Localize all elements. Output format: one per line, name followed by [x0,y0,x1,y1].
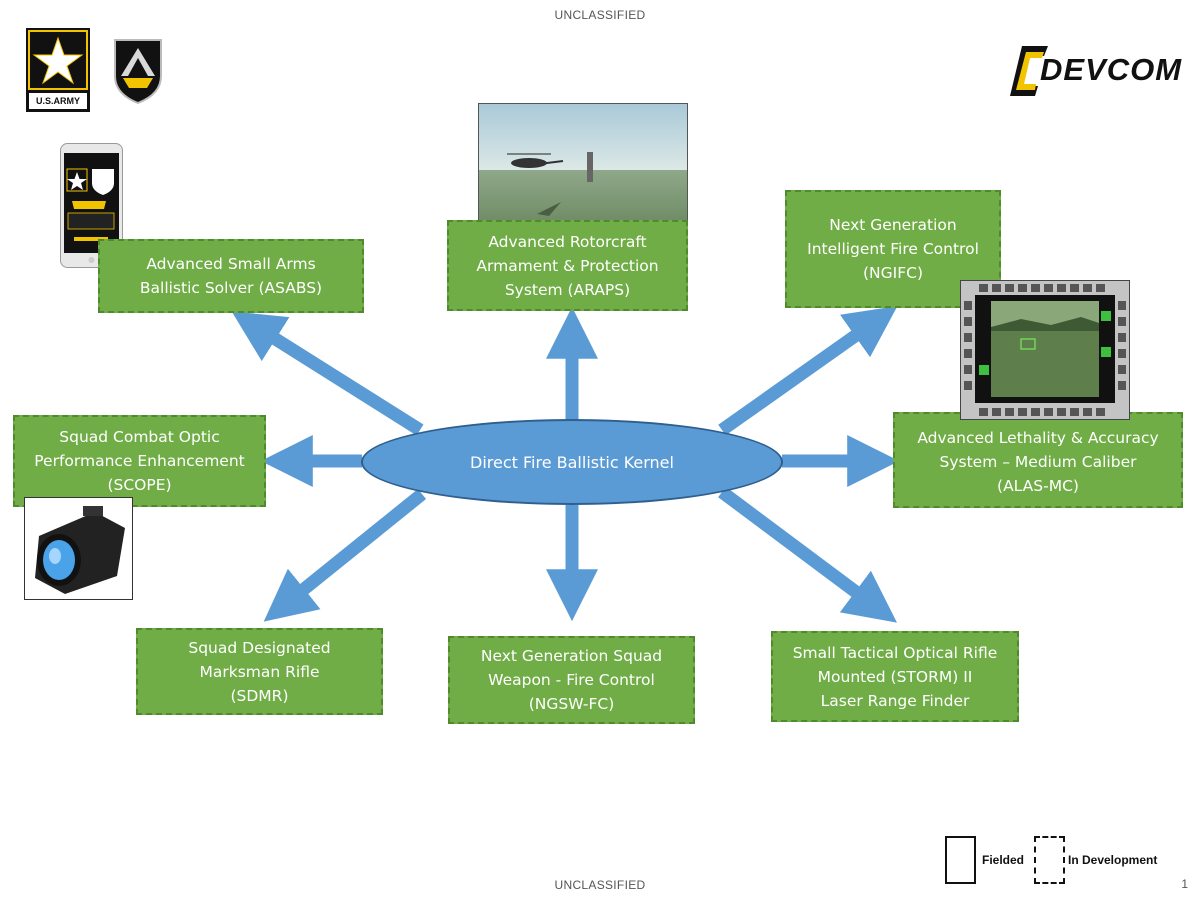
ngswfc-line-1: Next Generation Squad [480,647,663,665]
arrow-to-sdmr [263,488,427,622]
ngswfc-line-2: Weapon - Fire Control [488,671,655,689]
asabs-line-2: Ballistic Solver (ASABS) [139,279,323,297]
sdmr-line-1: Squad Designated [188,638,331,657]
system-box-ngswfc: Next Generation Squad Weapon - Fire Cont… [448,636,695,724]
devcom-logo-text: DEVCOM [1040,52,1183,87]
storm-line-1: Small Tactical Optical Rifle [792,643,998,662]
arrow-to-storm [718,486,897,623]
araps-line-2: Armament & Protection [476,256,659,275]
storm-line-3: Laser Range Finder [820,691,970,710]
ngifc-line-1: Next Generation [829,216,957,234]
alasmc-line-1: Advanced Lethality & Accuracy [917,429,1159,447]
system-box-scope: Squad Combat Optic Performance Enhanceme… [13,415,266,507]
system-box-sdmr: Squad Designated Marksman Rifle (SDMR) [136,628,383,715]
legend-in-development-label: In Development [1068,853,1158,867]
system-box-araps: Advanced Rotorcraft Armament & Protectio… [447,220,688,311]
araps-helicopter-image [478,103,688,227]
ballistic-kernel-ellipse: Direct Fire Ballistic Kernel [361,419,783,505]
system-box-alasmc: Advanced Lethality & Accuracy System – M… [893,412,1183,508]
scope-optic-image [24,497,133,600]
asabs-line-1: Advanced Small Arms [146,255,316,273]
legend-in-development-swatch [1034,836,1065,884]
asabs-phone-image [60,143,123,268]
army-logo: U.S.ARMY [26,28,90,112]
scope-line-2: Performance Enhancement [34,452,245,470]
araps-line-1: Advanced Rotorcraft [488,232,647,251]
ngifc-line-3: (NGIFC) [862,264,923,282]
sdmr-line-2: Marksman Rifle [199,662,320,681]
legend-fielded-swatch [945,836,976,884]
devcom-shield-emblem [111,36,165,106]
system-box-asabs: Advanced Small Arms Ballistic Solver (AS… [98,239,364,313]
legend-fielded-label: Fielded [982,853,1025,867]
ngifc-display-image [960,280,1130,420]
devcom-logo-mark [1010,44,1050,98]
army-logo-text: U.S.ARMY [35,96,80,106]
arrow-to-ngifc [718,305,898,436]
classification-bottom: UNCLASSIFIED [554,878,646,892]
scope-line-3: (SCOPE) [107,476,172,494]
page-number: 1 [1181,877,1188,891]
classification-top: UNCLASSIFIED [554,8,646,22]
scope-line-1: Squad Combat Optic [59,428,220,446]
system-box-storm: Small Tactical Optical Rifle Mounted (ST… [771,631,1019,722]
ngifc-line-2: Intelligent Fire Control [807,240,979,258]
arrow-to-asabs [231,311,424,436]
sdmr-line-3: (SDMR) [230,686,289,705]
alasmc-line-2: System – Medium Caliber [939,453,1137,471]
araps-line-3: System (ARAPS) [504,280,631,299]
ngswfc-line-3: (NGSW-FC) [528,695,615,713]
storm-line-2: Mounted (STORM) II [817,667,973,686]
alasmc-line-3: (ALAS-MC) [997,477,1079,495]
